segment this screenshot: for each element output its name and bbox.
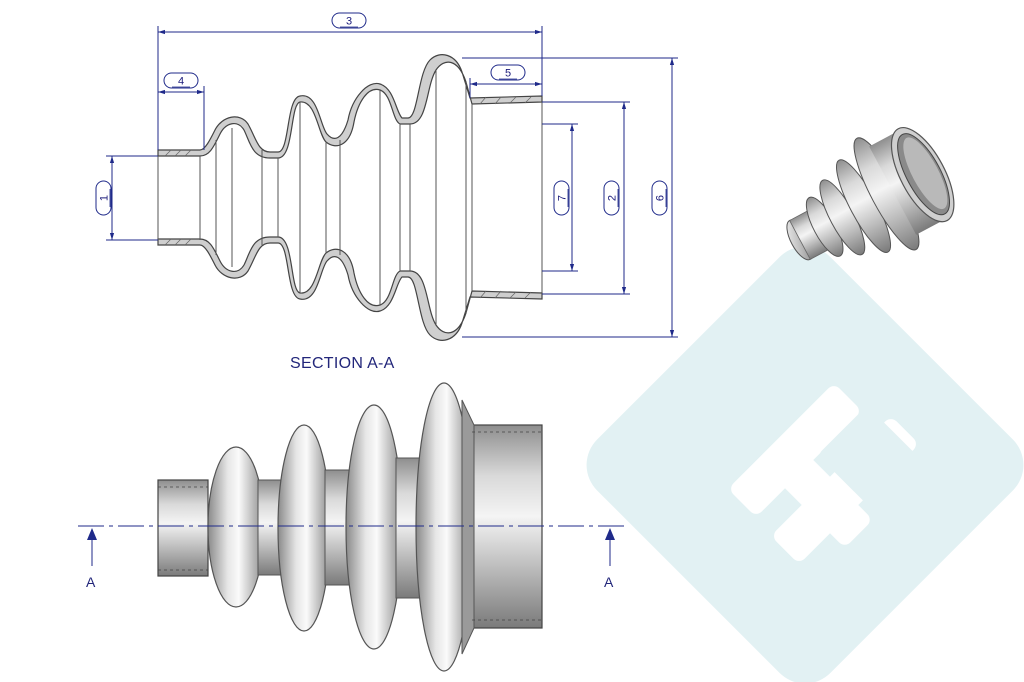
dimension-label-6: 6	[651, 180, 668, 216]
dimension-lines	[106, 26, 678, 338]
dimension-label-1: 1	[95, 180, 112, 216]
svg-text:2: 2	[607, 195, 619, 201]
isometric-view	[786, 126, 955, 261]
svg-text:6: 6	[655, 195, 667, 201]
dimension-label-4: 4	[163, 72, 199, 89]
company-logo-icon	[586, 246, 1024, 682]
svg-text:4: 4	[178, 76, 184, 88]
svg-text:7: 7	[557, 195, 569, 201]
svg-text:A: A	[604, 574, 614, 590]
dimension-label-2: 2	[603, 180, 620, 216]
svg-text:5: 5	[505, 68, 511, 80]
svg-text:A: A	[86, 574, 96, 590]
svg-text:3: 3	[346, 16, 352, 28]
dimension-label-5: 5	[490, 64, 526, 81]
section-cut-left: A	[86, 528, 97, 590]
dimension-label-7: 7	[553, 180, 570, 216]
section-cut-right: A	[604, 528, 615, 590]
svg-text:1: 1	[99, 195, 111, 201]
dimension-label-3: 3	[331, 12, 367, 29]
section-title: SECTION A-A	[290, 355, 395, 372]
section-view	[157, 54, 543, 341]
side-view	[157, 382, 543, 672]
